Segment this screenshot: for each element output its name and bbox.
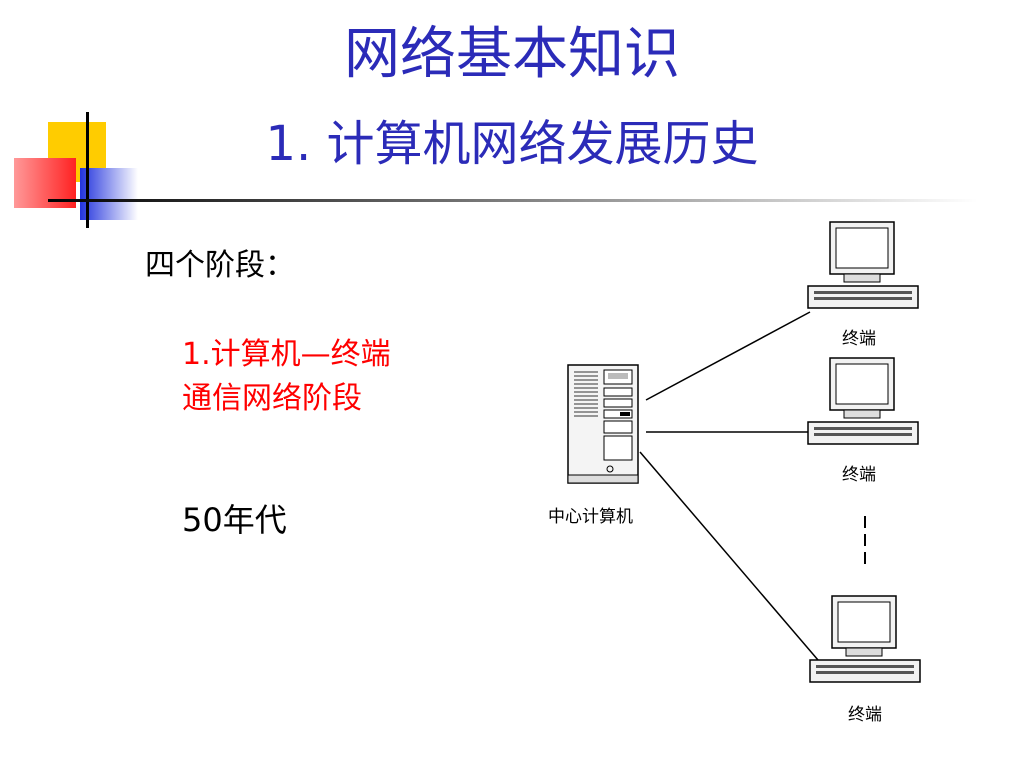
terminal-icon-1 [807,221,919,309]
deco-blue-square [80,168,138,220]
terminal-icon-3 [809,595,921,683]
central-computer-icon [567,364,639,484]
stage1-text: 1.计算机—终端 通信网络阶段 [182,333,391,421]
connection-line-3 [639,451,819,661]
stage1-line1: 1.计算机—终端 [182,337,391,372]
era-text: 50年代 [182,501,287,539]
stage1-line2: 通信网络阶段 [182,381,362,416]
deco-horizontal-line [48,199,978,202]
slide-subtitle: 1. 计算机网络发展历史 [265,116,759,172]
connection-line-1 [645,311,811,401]
terminal-icon-2 [807,357,919,445]
terminal-label-3: 终端 [848,705,882,725]
terminal-label-1: 终端 [842,329,876,349]
corner-decoration [14,112,978,228]
center-computer-label: 中心计算机 [548,507,633,527]
terminal-label-2: 终端 [842,465,876,485]
stages-label: 四个阶段： [145,248,295,283]
deco-vertical-line [86,112,89,228]
slide-title: 网络基本知识 [344,22,680,87]
